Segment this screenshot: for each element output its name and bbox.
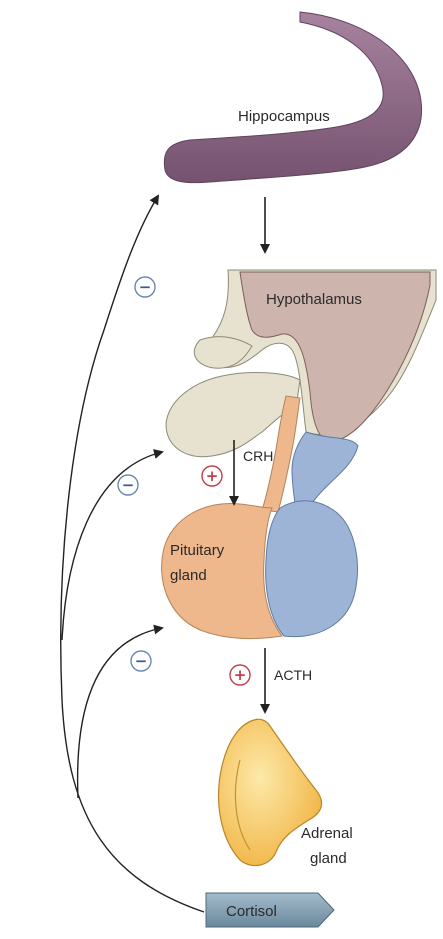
hypothalamus-label: Hypothalamus [266,291,362,308]
pituitary-label-line2: gland [170,567,207,584]
posterior-pituitary [266,501,358,637]
adrenal-label-line2: gland [310,850,347,867]
minus-pituitary: − [135,652,148,670]
hippocampus-label: Hippocampus [238,108,330,125]
crh-label: CRH [243,448,273,464]
adrenal-gland: Adrenal gland [219,719,353,867]
crh-stimulate-sign: + [202,466,222,486]
feedback-to-hypothalamus [62,452,162,640]
acth-label: ACTH [274,667,312,683]
hippocampus: Hippocampus [164,12,421,183]
minus-hypothalamus: − [122,476,135,494]
inhibit-sign-hypothalamus: − [118,475,138,495]
adrenal-shape [219,719,322,865]
crh-plus: + [206,467,219,485]
minus-hippocampus: − [139,278,152,296]
feedback-to-pituitary [78,628,162,798]
inhibit-sign-hippocampus: − [135,277,155,297]
acth-plus: + [234,666,247,684]
cortisol-label: Cortisol [226,903,277,920]
acth-stimulate-sign: + [230,665,250,685]
adrenal-label-line1: Adrenal [301,825,353,842]
pituitary-label-line1: Pituitary [170,542,225,559]
hippocampus-shape [164,12,421,183]
pituitary-gland: Pituitary gland [162,501,358,639]
inhibit-sign-pituitary: − [131,651,151,671]
cortisol-box: Cortisol [206,893,334,927]
